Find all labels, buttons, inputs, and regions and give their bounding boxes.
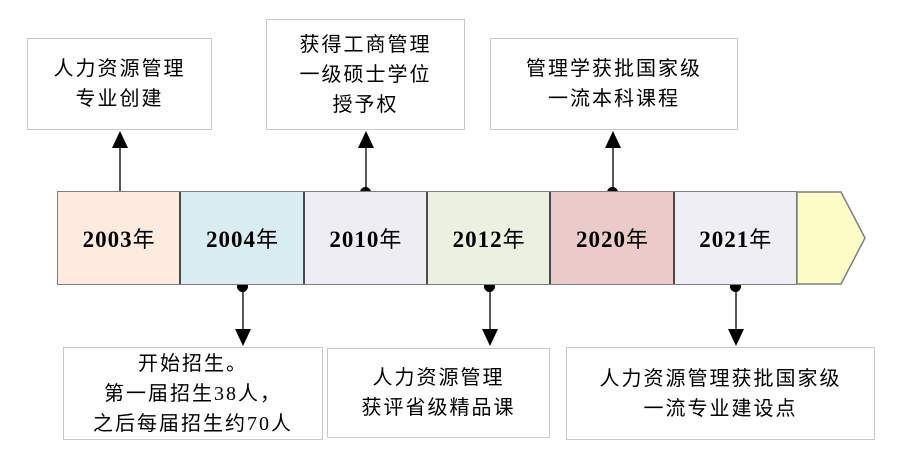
event-text-2012: 人力资源管理 获评省级精品课 bbox=[361, 367, 516, 419]
event-text-2010: 获得工商管理 一级硕士学位 授予权 bbox=[299, 33, 432, 116]
connector-line-2010 bbox=[365, 146, 367, 194]
connector-dot-2004 bbox=[237, 281, 248, 292]
connector-line-2021 bbox=[735, 287, 737, 330]
timeline-segment-2003: 2003年 bbox=[58, 192, 180, 284]
arrow-down-icon-2012 bbox=[482, 329, 498, 346]
event-box-2012: 人力资源管理 获评省级精品课 bbox=[327, 348, 550, 438]
arrow-down-icon-2004 bbox=[235, 329, 251, 346]
event-box-2021: 人力资源管理获批国家级 一流专业建设点 bbox=[566, 347, 875, 440]
event-box-2003: 人力资源管理 专业创建 bbox=[27, 38, 212, 130]
event-text-2020: 管理学获批国家级 一流本科课程 bbox=[526, 58, 702, 110]
year-label-2010: 2010年 bbox=[329, 227, 402, 252]
connector-dot-2021 bbox=[730, 281, 741, 292]
timeline-forward-arrow-icon bbox=[796, 191, 866, 285]
timeline-segment-2021: 2021年 bbox=[672, 192, 796, 284]
connector-line-2004 bbox=[242, 287, 244, 330]
year-label-2003: 2003年 bbox=[82, 227, 155, 252]
event-text-2003: 人力资源管理 专业创建 bbox=[53, 58, 186, 110]
arrow-up-icon-2003 bbox=[112, 131, 128, 148]
arrow-up-icon-2010 bbox=[358, 131, 374, 148]
event-box-2010: 获得工商管理 一级硕士学位 授予权 bbox=[266, 19, 465, 130]
timeline-bar: 2003年 2004年 2010年 2012年 2020年 2021年 bbox=[57, 191, 797, 285]
event-text-2004: 开始招生。 第一届招生38人， 之后每届招生约70人 bbox=[93, 352, 293, 435]
connector-line-2012 bbox=[489, 287, 491, 330]
timeline-segment-2004: 2004年 bbox=[179, 192, 303, 284]
timeline-segment-2020: 2020年 bbox=[549, 192, 673, 284]
event-box-2004: 开始招生。 第一届招生38人， 之后每届招生约70人 bbox=[63, 347, 323, 440]
connector-line-2020 bbox=[612, 146, 614, 194]
arrow-down-icon-2021 bbox=[728, 329, 744, 346]
event-box-2020: 管理学获批国家级 一流本科课程 bbox=[490, 38, 738, 130]
connector-dot-2012 bbox=[484, 281, 495, 292]
timeline-segment-2010: 2010年 bbox=[302, 192, 426, 284]
year-label-2020: 2020年 bbox=[575, 227, 648, 252]
year-label-2004: 2004年 bbox=[205, 227, 278, 252]
timeline-segment-2012: 2012年 bbox=[425, 192, 550, 284]
year-label-2012: 2012年 bbox=[452, 227, 525, 252]
event-text-2021: 人力资源管理获批国家级 一流专业建设点 bbox=[599, 367, 842, 420]
arrow-up-icon-2020 bbox=[605, 131, 621, 148]
year-label-2021: 2021年 bbox=[699, 227, 772, 252]
connector-line-2003 bbox=[119, 146, 121, 192]
